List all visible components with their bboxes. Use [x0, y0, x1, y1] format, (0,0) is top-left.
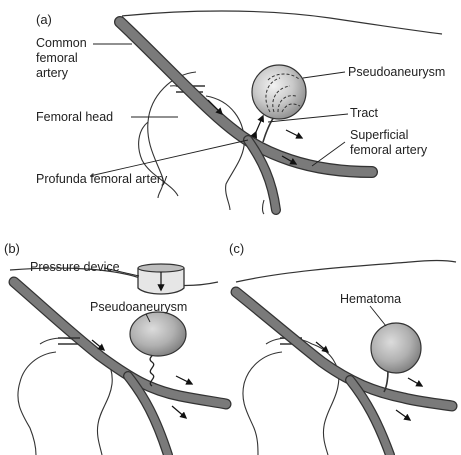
- pseudoaneurysm-sac: [252, 65, 306, 119]
- panel-a-letter: (a): [36, 12, 52, 27]
- label-pseudoaneurysm-b: Pseudoaneurysm: [90, 300, 187, 315]
- panel-c: [236, 261, 456, 455]
- skin-line: [122, 11, 442, 34]
- panel-c-letter: (c): [229, 241, 244, 256]
- label-femoral-head: Femoral head: [36, 110, 113, 125]
- label-hematoma: Hematoma: [340, 292, 401, 307]
- skin-line: [236, 261, 456, 283]
- leader-lines: [90, 44, 348, 176]
- label-tract: Tract: [350, 106, 378, 121]
- label-common-femoral-artery: Common femoral artery: [36, 36, 96, 81]
- panel-b-letter: (b): [4, 241, 20, 256]
- label-pseudoaneurysm: Pseudoaneurysm: [348, 65, 445, 80]
- label-profunda-femoral-artery: Profunda femoral artery: [36, 172, 196, 187]
- label-superficial-femoral-artery: Superficial femoral artery: [350, 128, 428, 158]
- panel-b: [10, 264, 226, 455]
- double-arrow: [256, 116, 263, 132]
- flow-arrow: [286, 130, 302, 138]
- hematoma: [371, 323, 421, 373]
- pseudoaneurysm-sac: [130, 312, 186, 356]
- label-pressure-device: Pressure device: [30, 260, 120, 275]
